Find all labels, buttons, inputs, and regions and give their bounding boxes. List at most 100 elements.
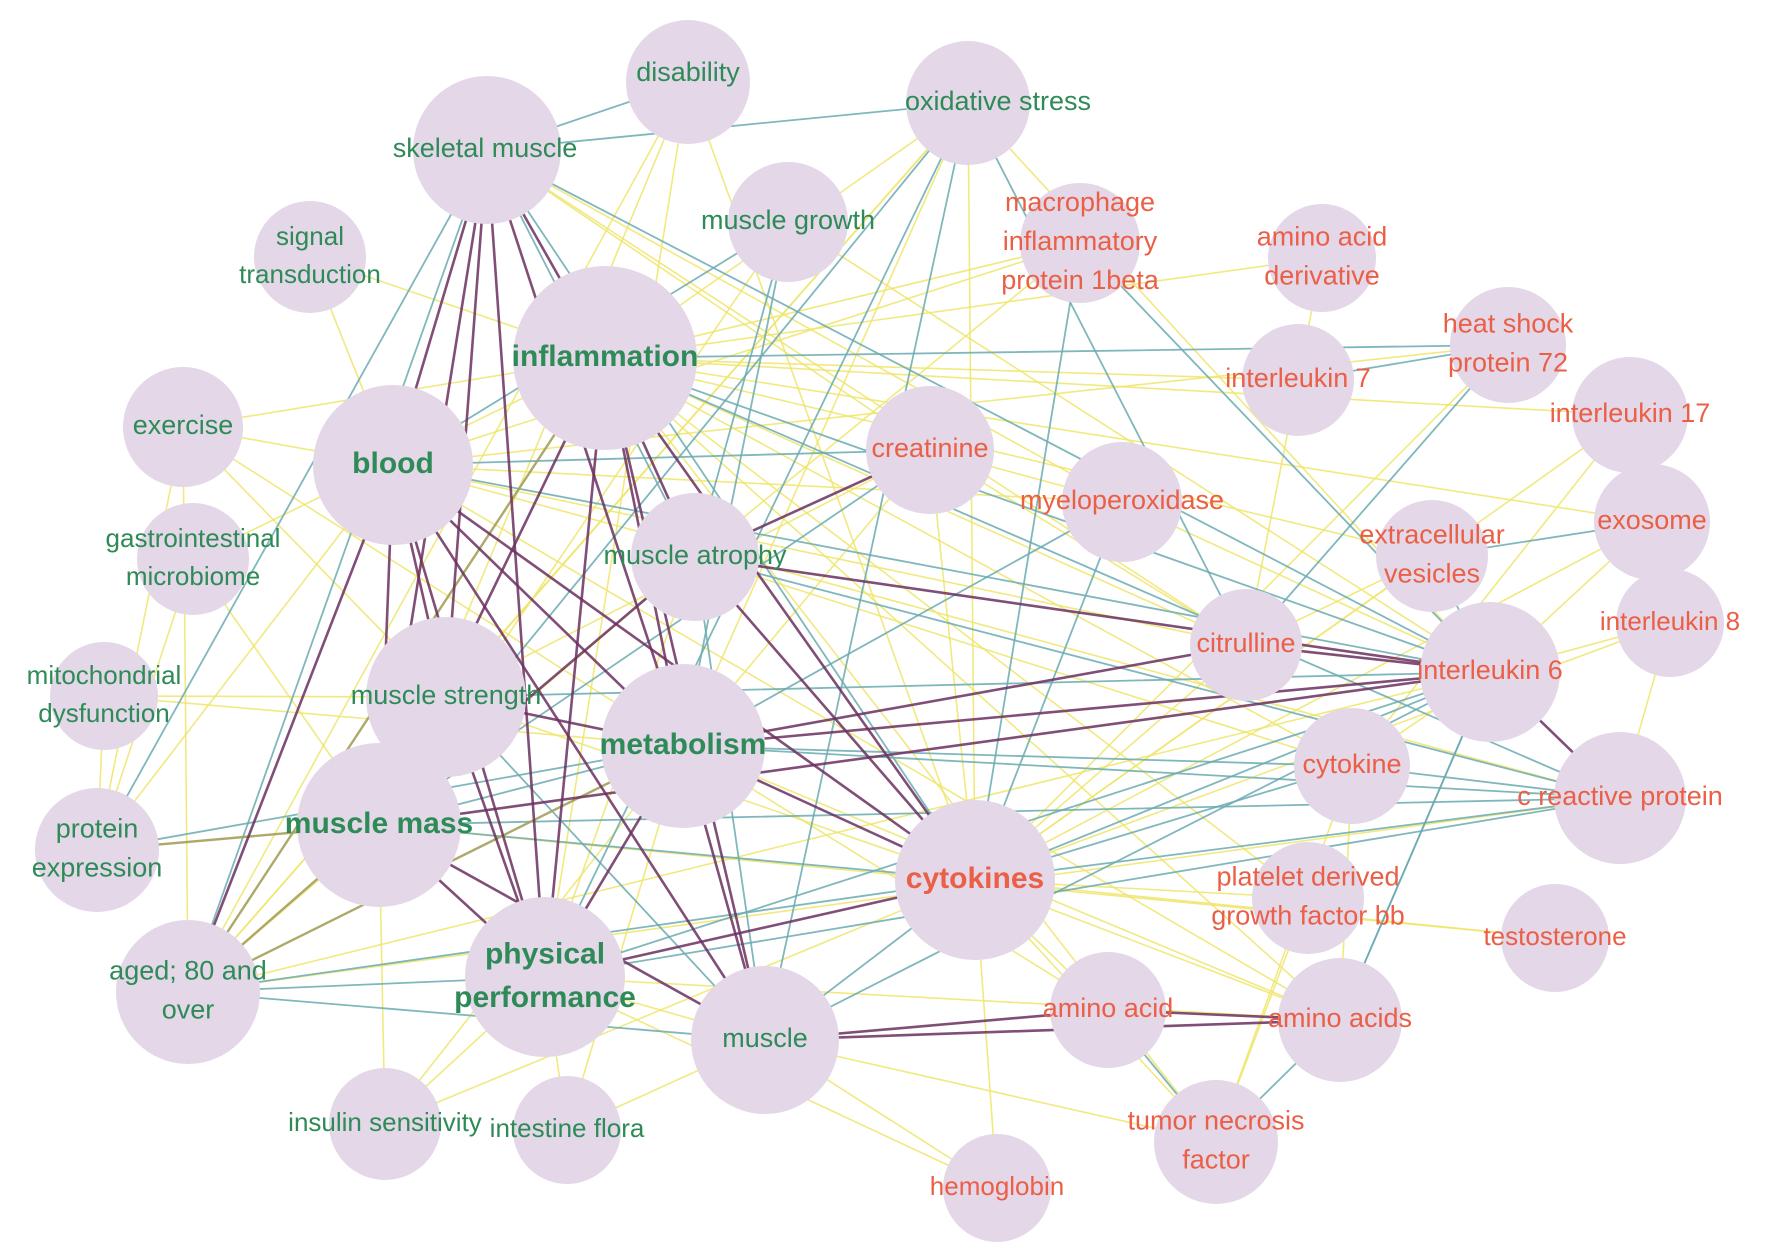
node-muscle[interactable]: muscle — [691, 966, 839, 1114]
node-label: muscle mass — [285, 807, 473, 840]
edge-inflammation-cytokines — [603, 356, 977, 882]
node-testosterone[interactable]: testosterone — [1483, 884, 1627, 992]
node-amino-acids[interactable]: amino acids — [1268, 958, 1412, 1082]
node-label-line: platelet derived — [1216, 862, 1399, 892]
node-blood[interactable]: blood — [313, 385, 473, 545]
node-muscle-growth[interactable]: muscle growth — [701, 162, 875, 282]
node-circle — [1154, 1080, 1278, 1204]
edge-muscle-amino_acids — [763, 1018, 1342, 1042]
node-circle — [601, 664, 765, 828]
node-label-line: testosterone — [1483, 921, 1626, 951]
node-label-line: exosome — [1597, 505, 1707, 535]
node-label: creatinine — [871, 433, 988, 463]
edge-skeletal_muscle-creatinine — [486, 149, 931, 451]
node-circle — [1278, 958, 1402, 1082]
edge-skeletal_muscle-muscle_strength — [444, 148, 489, 699]
node-il7[interactable]: interleukin 7 — [1225, 324, 1371, 436]
node-citrulline[interactable]: citrulline — [1190, 589, 1302, 701]
node-label-line: metabolism — [600, 728, 767, 761]
edge-metabolism-citrulline — [681, 643, 1248, 748]
node-label: inflammation — [512, 340, 699, 373]
node-intestine-flora[interactable]: intestine flora — [490, 1076, 645, 1184]
edge-cytokines-il6 — [974, 671, 1491, 881]
node-label-line: dysfunction — [38, 698, 170, 728]
node-circle — [297, 743, 461, 907]
node-creatinine[interactable]: creatinine — [866, 386, 994, 514]
node-muscle-mass[interactable]: muscle mass — [285, 743, 473, 907]
node-hsp72[interactable]: heat shock protein 72 — [1443, 287, 1574, 403]
node-label-line: blood — [352, 447, 434, 480]
node-label-line: aged; 80 and — [109, 956, 267, 986]
node-metabolism[interactable]: metabolism — [600, 664, 767, 828]
node-myeloperoxidase[interactable]: myeloperoxidase — [1020, 442, 1224, 562]
node-il6[interactable]: interleukin 6 — [1417, 602, 1563, 742]
node-label: interleukin 7 — [1225, 363, 1371, 393]
node-label: intestine flora — [490, 1113, 645, 1143]
node-label: interleukin 8 — [1600, 606, 1740, 636]
node-disability[interactable]: disability — [626, 20, 750, 144]
edge-blood-myeloperoxidase — [392, 464, 1123, 503]
node-label-line: cytokine — [1302, 749, 1401, 779]
edge-muscle_growth-metabolism — [682, 221, 789, 747]
edge-oxidative_stress-metabolism — [682, 102, 969, 747]
edge-metabolism-cytokine — [682, 745, 1353, 767]
nodes-layer: skeletal muscle disability oxidative stres… — [27, 20, 1740, 1242]
node-label-line: growth factor bb — [1211, 901, 1405, 931]
node-muscle-strength[interactable]: muscle strength — [351, 617, 542, 777]
node-il17[interactable]: interleukin 17 — [1550, 357, 1711, 473]
node-exosome[interactable]: exosome — [1594, 464, 1710, 580]
edge-blood-il6 — [392, 464, 1491, 673]
node-circle — [329, 1068, 441, 1180]
edge-blood-creatinine — [392, 449, 931, 466]
node-circle — [866, 386, 994, 514]
node-hemoglobin[interactable]: hemoglobin — [930, 1134, 1064, 1242]
node-label-line: muscle — [722, 1023, 808, 1053]
node-cytokines[interactable]: cytokines — [895, 800, 1055, 960]
node-label-line: tumor necrosis — [1127, 1106, 1304, 1136]
node-circle — [1294, 708, 1410, 824]
node-skeletal-muscle[interactable]: skeletal muscle — [393, 76, 578, 224]
node-oxidative-stress[interactable]: oxidative stress — [905, 41, 1091, 165]
edge-disability-aged80 — [187, 81, 689, 993]
node-insulin-sensitivity[interactable]: insulin sensitivity — [288, 1068, 482, 1180]
node-inflammation[interactable]: inflammation — [512, 266, 699, 450]
node-circle — [1050, 952, 1166, 1068]
node-muscle-atrophy[interactable]: muscle atrophy — [603, 493, 787, 621]
node-amino-acid[interactable]: amino acid — [1043, 952, 1174, 1068]
node-crp[interactable]: c reactive protein — [1517, 732, 1723, 864]
node-label: amino acid — [1043, 993, 1174, 1023]
node-label-line: muscle mass — [285, 807, 473, 840]
node-label: myeloperoxidase — [1020, 485, 1224, 515]
node-circle — [943, 1134, 1051, 1242]
edge-cytokines-insulin_sensitivity — [384, 879, 976, 1125]
node-label-line: inflammation — [512, 340, 699, 373]
node-label-line: heat shock — [1443, 309, 1574, 339]
edge-il17-cytokine — [1351, 414, 1631, 767]
node-pdgfbb[interactable]: platelet derived growth factor bb — [1211, 842, 1405, 954]
edge-skeletal_muscle-protein_expression — [96, 149, 488, 851]
node-label: cytokines — [906, 862, 1044, 895]
node-il8[interactable]: interleukin 8 — [1600, 569, 1740, 677]
node-exercise[interactable]: exercise — [123, 367, 243, 487]
edge-physical_performance-crp — [544, 797, 1621, 978]
node-circle — [1450, 287, 1566, 403]
node-circle — [137, 503, 249, 615]
node-label-line: protein 72 — [1448, 348, 1568, 378]
node-label-line: amino acid — [1257, 222, 1388, 252]
node-cytokine[interactable]: cytokine — [1294, 708, 1410, 824]
